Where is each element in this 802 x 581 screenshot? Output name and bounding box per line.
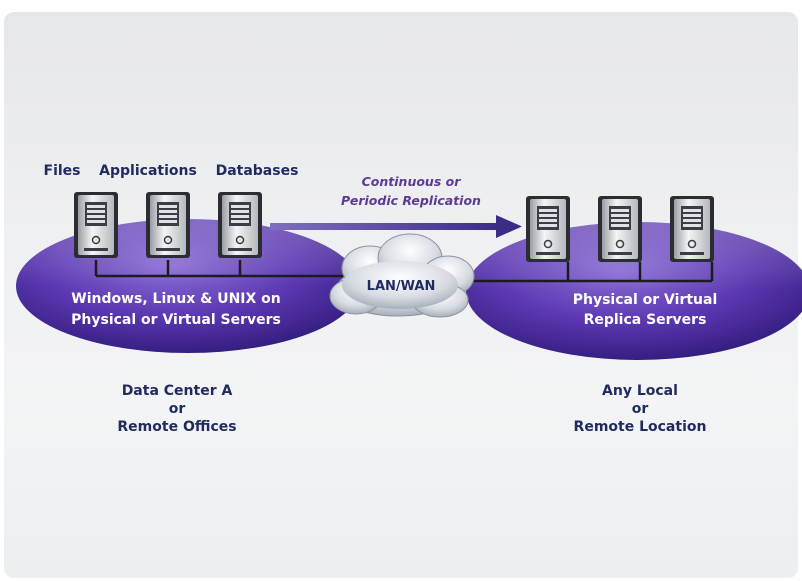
server-applications-icon <box>145 191 191 259</box>
lan-wan-cloud-icon <box>329 233 475 318</box>
right-servers-line2: Replica Servers <box>584 312 707 328</box>
replication-label-line2: Periodic Replication <box>341 193 481 208</box>
right-network-bus <box>448 262 714 283</box>
replica-server-2-icon <box>597 195 643 263</box>
left-location-line1: Data Center A <box>122 383 233 399</box>
left-location-line2: or <box>169 401 186 417</box>
replication-arrow <box>270 215 522 238</box>
left-network-bus <box>94 260 360 278</box>
replica-server-1-icon <box>525 195 571 263</box>
left-servers-line2: Physical or Virtual Servers <box>71 312 281 328</box>
right-location-line1: Any Local <box>602 383 678 399</box>
left-servers-line1: Windows, Linux & UNIX on <box>71 291 281 307</box>
left-location-line3: Remote Offices <box>117 419 236 435</box>
label-files: Files <box>44 163 81 179</box>
label-applications: Applications <box>99 163 197 179</box>
replica-server-3-icon <box>669 195 715 263</box>
right-location-line2: or <box>632 401 649 417</box>
right-location-line3: Remote Location <box>574 419 707 435</box>
right-servers-line1: Physical or Virtual <box>573 292 718 308</box>
network-label: LAN/WAN <box>367 279 436 294</box>
server-databases-icon <box>217 191 263 259</box>
server-files-icon <box>73 191 119 259</box>
replication-label-line1: Continuous or <box>362 174 462 189</box>
label-databases: Databases <box>216 163 299 179</box>
